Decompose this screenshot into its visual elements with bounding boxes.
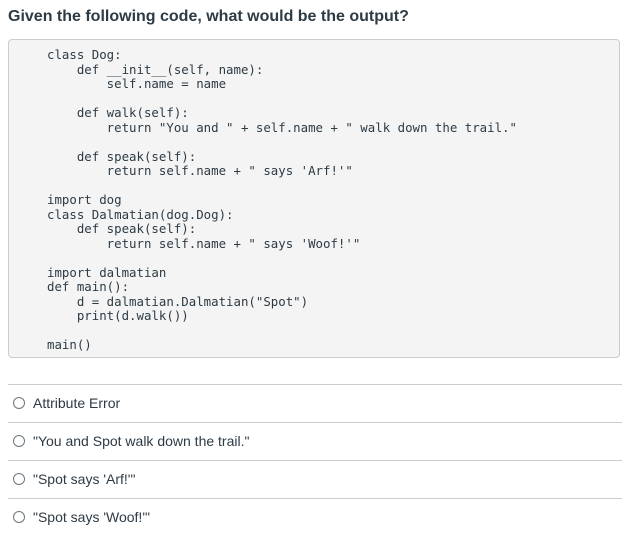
code-line: def walk(self): — [47, 105, 189, 120]
answer-option-attribute-error[interactable]: Attribute Error — [8, 384, 622, 421]
code-line — [47, 251, 619, 266]
answer-option-woof[interactable]: "Spot says 'Woof!'" — [8, 498, 622, 535]
code-line: class Dog: — [47, 47, 122, 62]
code-line — [47, 135, 619, 150]
code-line: def speak(self): — [47, 148, 197, 164]
answer-option-walk[interactable]: "You and Spot walk down the trail." — [8, 422, 622, 459]
code-line: def main(): — [47, 279, 130, 294]
answer-label: "Spot says 'Arf!'" — [33, 471, 136, 487]
code-line: def speak(self): — [47, 221, 197, 236]
answer-label: "Spot says 'Woof!'" — [33, 509, 150, 525]
radio-unselected-icon[interactable] — [13, 435, 25, 447]
code-line: def __init__(self, name): — [47, 61, 264, 77]
code-line: d = dalmatian.Dalmatian("Spot") — [47, 293, 309, 309]
code-line: import dalmatian — [47, 264, 167, 280]
code-line: return self.name + " says 'Woof!'" — [47, 235, 361, 251]
code-line — [47, 324, 619, 339]
code-panel: class Dog: def __init__(self, name): sel… — [8, 39, 620, 358]
radio-unselected-icon[interactable] — [13, 397, 25, 409]
answer-list: Attribute Error "You and Spot walk down … — [8, 384, 622, 535]
code-line: import dog — [47, 192, 122, 207]
code-line: self.name = name — [47, 76, 227, 91]
code-line: main() — [47, 337, 92, 352]
question-text: Given the following code, what would be … — [8, 8, 409, 25]
code-line — [47, 92, 619, 107]
answer-label: "You and Spot walk down the trail." — [33, 433, 250, 449]
radio-unselected-icon[interactable] — [13, 511, 25, 523]
answer-option-arf[interactable]: "Spot says 'Arf!'" — [8, 460, 622, 497]
answer-label: Attribute Error — [33, 395, 121, 411]
code-line: print(d.walk()) — [47, 308, 189, 323]
code-line: class Dalmatian(dog.Dog): — [47, 206, 234, 222]
code-line: return "You and " + self.name + " walk d… — [47, 119, 517, 135]
radio-unselected-icon[interactable] — [13, 473, 25, 485]
code-block: class Dog: def __init__(self, name): sel… — [9, 40, 619, 353]
code-line — [47, 179, 619, 194]
code-line: return self.name + " says 'Arf!'" — [47, 163, 353, 178]
